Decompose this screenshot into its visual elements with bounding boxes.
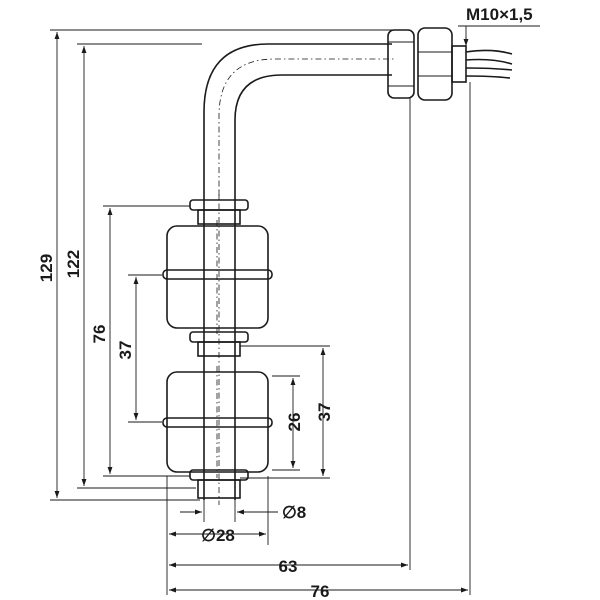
dim-height-to-stem-end: 122 — [64, 250, 83, 278]
cable-wires — [465, 49, 513, 79]
dim-stem-diameter: ∅8 — [282, 503, 306, 522]
dim-total-height: 129 — [37, 254, 56, 282]
dim-float-height: 26 — [285, 413, 304, 432]
dim-total-width: 76 — [311, 582, 330, 600]
dim-upper-spacing: 37 — [116, 341, 135, 360]
float-switch-body — [162, 27, 513, 505]
dim-float-switch-span: 76 — [90, 325, 109, 344]
dim-lower-spacing: 37 — [315, 403, 334, 422]
dimension-lines — [50, 25, 540, 595]
lower-float — [162, 366, 273, 478]
dim-horizontal-reach: 63 — [279, 557, 298, 576]
thread-label: M10×1,5 — [466, 5, 533, 24]
dim-float-diameter: ∅28 — [201, 526, 235, 545]
upper-float — [162, 220, 273, 334]
bent-tube — [203, 43, 392, 196]
hex-nut-fitting — [387, 27, 467, 101]
